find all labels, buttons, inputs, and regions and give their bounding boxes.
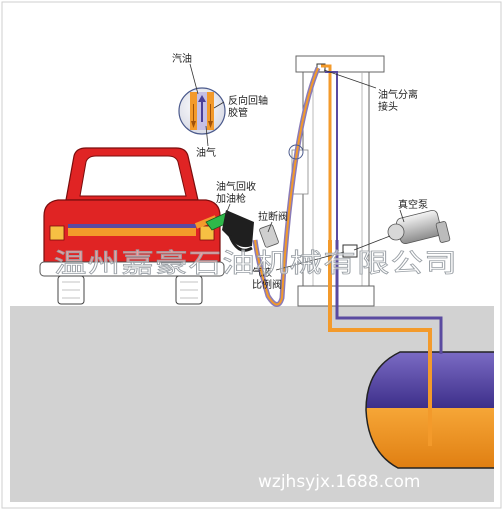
car <box>39 147 225 305</box>
breakaway-valve <box>259 224 279 248</box>
ratio-valve-box <box>342 244 358 258</box>
label-breakaway: 拉断阀 <box>258 210 288 223</box>
bumper <box>39 261 225 277</box>
label-coaxial-hose: 反向回轴胶管 <box>228 94 268 119</box>
flow-arrow-up-icon <box>198 95 206 122</box>
vapor-pipe <box>335 240 443 354</box>
vacuum-pump <box>387 209 451 245</box>
flow-arrow-down-icon <box>208 104 213 128</box>
fuel-pipe <box>328 240 432 446</box>
tank-outline <box>365 351 494 469</box>
flow-arrow-down-icon <box>191 104 196 128</box>
label-separator: 油气分离接头 <box>378 88 418 113</box>
fuel-tank-vapor <box>68 224 196 228</box>
label-vapor: 油气 <box>196 146 216 159</box>
label-nozzle: 油气回收加油枪 <box>216 180 256 205</box>
vapor-recovery-nozzle <box>205 210 254 252</box>
label-ratio-valve: 气液比例阀 <box>252 266 282 291</box>
tail-light-left <box>49 225 65 241</box>
watermark-url: wzjhsyjx.1688.com <box>258 472 420 492</box>
label-vacuum-pump: 真空泵 <box>398 198 428 211</box>
dispenser-fuel-line <box>321 64 332 240</box>
hose-section-marker <box>288 144 304 160</box>
leader-lines <box>189 63 405 271</box>
rear-window <box>79 155 187 197</box>
label-gasoline: 汽油 <box>172 52 192 65</box>
hose-cross-section <box>178 87 226 135</box>
tail-light-right <box>199 225 215 241</box>
watermark-company: 温州嘉豪石油机械有限公司 <box>54 249 458 279</box>
